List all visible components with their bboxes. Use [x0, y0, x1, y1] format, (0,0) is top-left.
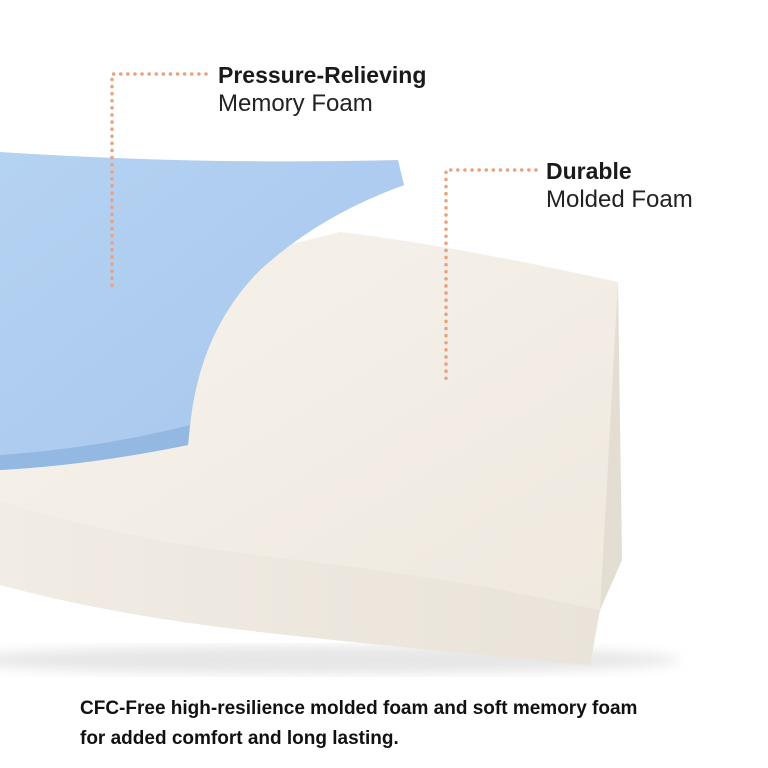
- memory-foam-subtitle: Memory Foam: [218, 89, 373, 117]
- molded-foam-callout: Durable Molded Foam: [546, 158, 693, 214]
- molded-foam-callout-line: [444, 168, 538, 386]
- memory-foam-bottom-edge: [0, 425, 190, 470]
- molded-foam-subtitle: Molded Foam: [546, 185, 693, 213]
- memory-foam-callout: Pressure-Relieving Memory Foam: [218, 62, 426, 118]
- caption-line-1: CFC-Free high-resilience molded foam and…: [80, 698, 638, 719]
- memory-foam-callout-line: [110, 72, 208, 292]
- product-illustration: [0, 72, 680, 674]
- memory-foam-title: Pressure-Relieving: [218, 62, 427, 88]
- molded-foam-title: Durable: [546, 158, 632, 184]
- caption-line-2: for added comfort and long lasting.: [80, 728, 399, 749]
- product-caption: CFC-Free high-resilience molded foam and…: [80, 694, 740, 754]
- molded-foam-front: [0, 500, 600, 665]
- memory-foam-layer: [0, 152, 404, 470]
